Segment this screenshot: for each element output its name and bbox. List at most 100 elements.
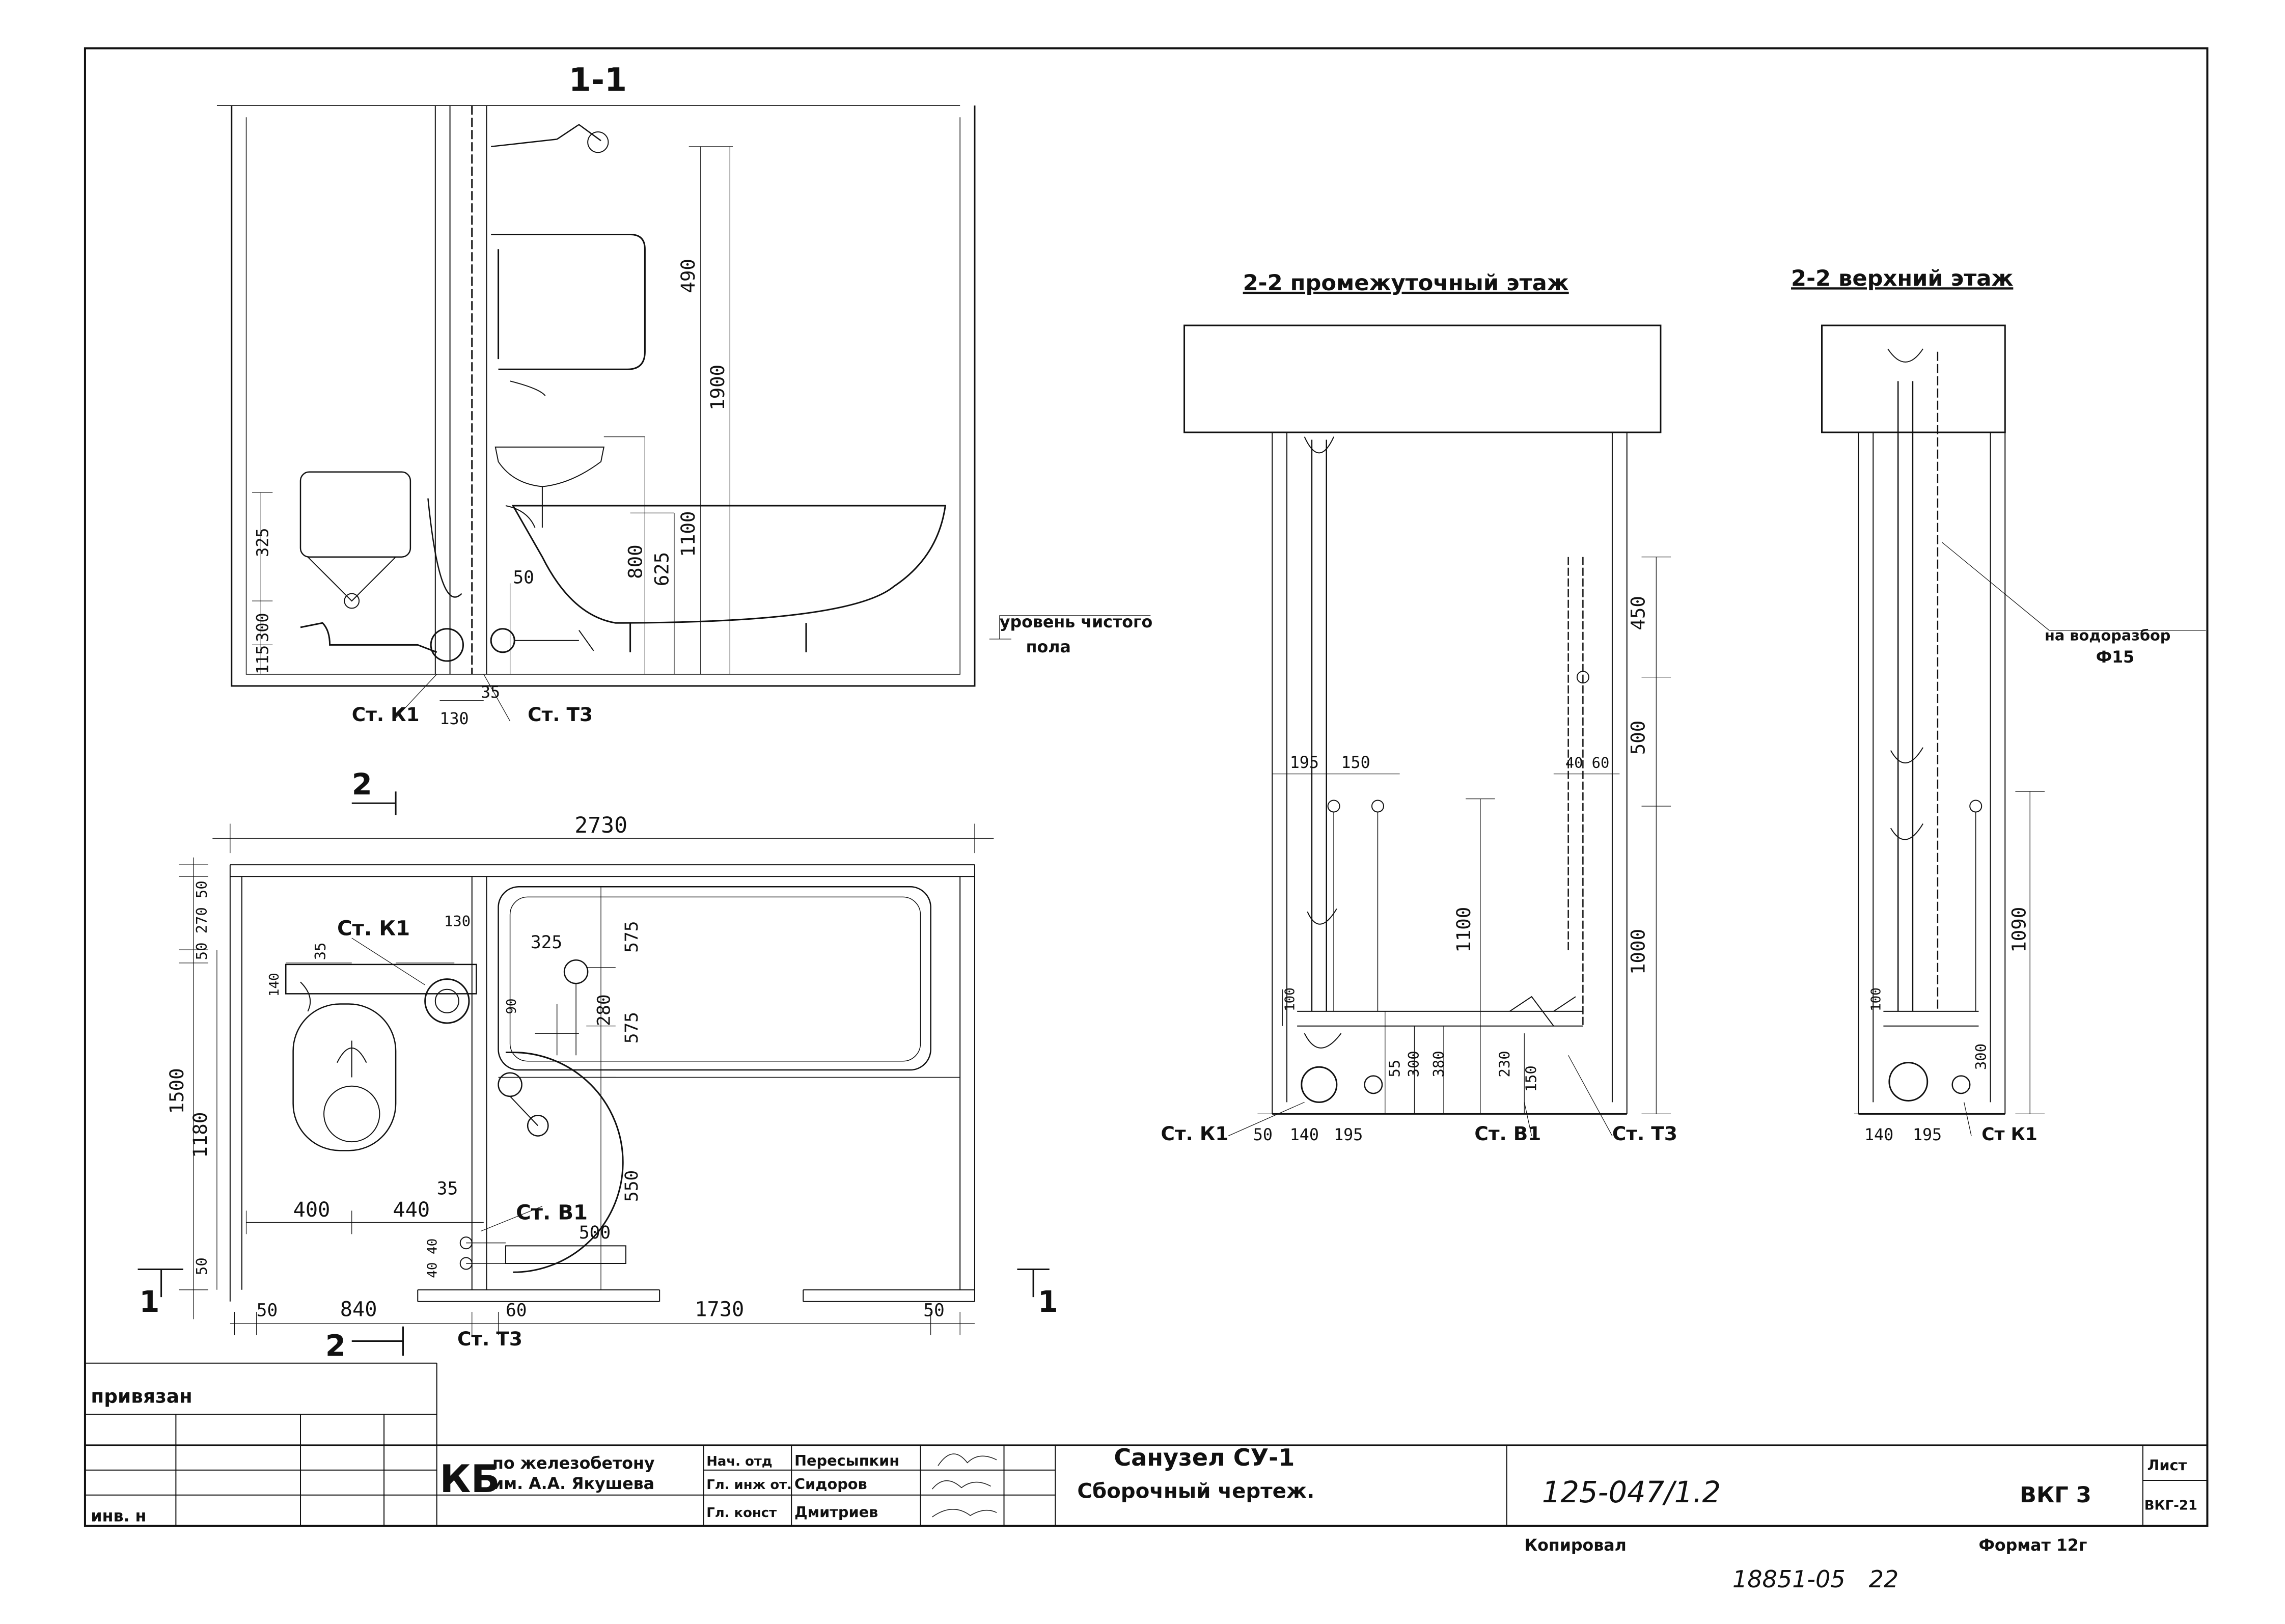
dim-1500: 1500 bbox=[166, 1068, 188, 1114]
dim-1100: 1100 bbox=[677, 511, 699, 557]
dim-40-40: 40 40 bbox=[425, 1238, 441, 1278]
role-chief-designer: Гл. конст bbox=[706, 1505, 777, 1521]
archive-number: 18851-05 bbox=[1732, 1565, 1846, 1593]
plan-view bbox=[138, 791, 1050, 1356]
dim-100-mid: 100 bbox=[1282, 987, 1298, 1011]
plan-riser-t3: Ст. Т3 bbox=[457, 1328, 522, 1350]
mid-riser-b1: Ст. В1 bbox=[1474, 1122, 1541, 1145]
dim-50-270-50: 50 270 50 bbox=[193, 880, 210, 960]
dim-60-mid: 60 bbox=[1592, 754, 1610, 772]
dim-280: 280 bbox=[594, 994, 614, 1026]
title-block-grid bbox=[85, 1363, 2208, 1526]
plan-riser-k1: Ст. К1 bbox=[337, 916, 410, 940]
dim-50: 50 bbox=[513, 568, 534, 588]
dim-400: 400 bbox=[293, 1198, 331, 1222]
dim-195-mid-b: 195 bbox=[1334, 1126, 1363, 1144]
dim-35-b: 35 bbox=[437, 1179, 458, 1199]
dim-550: 550 bbox=[622, 1170, 642, 1202]
dim-35-a: 35 bbox=[312, 943, 329, 960]
dim-380-mid: 380 bbox=[1430, 1051, 1447, 1077]
section-2-2-intermediate bbox=[1185, 325, 1671, 1136]
name-sidorov: Сидоров bbox=[794, 1475, 867, 1493]
dim-325: 325 bbox=[254, 528, 272, 557]
dim-130-plan: 130 bbox=[444, 913, 471, 930]
dim-450: 450 bbox=[1627, 596, 1649, 630]
riser-t3-label: Ст. Т3 bbox=[528, 703, 593, 726]
dim-50-bottom-right: 50 bbox=[923, 1301, 945, 1321]
dim-325-plan: 325 bbox=[531, 932, 562, 953]
copied-by-label: Копировал bbox=[1524, 1536, 1627, 1555]
dim-1180: 1180 bbox=[189, 1112, 211, 1158]
cut-marker-1-left: 1 bbox=[139, 1285, 159, 1319]
dim-625: 625 bbox=[650, 552, 673, 587]
dim-140-top: 140 bbox=[1864, 1126, 1893, 1144]
dim-1900: 1900 bbox=[706, 365, 729, 410]
cut-marker-1-right: 1 bbox=[1038, 1285, 1058, 1319]
dim-300-top: 300 bbox=[1972, 1043, 1990, 1070]
dim-1090: 1090 bbox=[2008, 907, 2030, 953]
sheet-number: ВКГ-21 bbox=[2144, 1498, 2197, 1513]
top-riser-k1: Ст К1 bbox=[1981, 1124, 2038, 1145]
dim-40-mid: 40 bbox=[1565, 754, 1583, 772]
dim-300-mid: 300 bbox=[1405, 1051, 1422, 1077]
dim-100-top: 100 bbox=[1869, 987, 1884, 1011]
doc-number: 125-047/1.2 bbox=[1542, 1475, 1721, 1509]
floor-level-note: уровень чистого bbox=[1000, 613, 1152, 631]
dim-2730: 2730 bbox=[574, 813, 627, 838]
dim-140: 140 bbox=[267, 973, 282, 997]
dim-440: 440 bbox=[393, 1198, 430, 1222]
name-dmitriev: Дмитриев bbox=[794, 1503, 878, 1521]
section-marker-2-bottom: 2 bbox=[325, 1329, 346, 1363]
name-peresypkin: Пересыпкин bbox=[794, 1452, 899, 1469]
role-head-dept: Нач. отд bbox=[706, 1454, 772, 1469]
floor-level-note-2: пола bbox=[1026, 638, 1071, 656]
section-marker-2-top: 2 bbox=[352, 767, 372, 802]
binding-label: привязан bbox=[91, 1385, 192, 1407]
dim-150-mid-b: 150 bbox=[1522, 1065, 1539, 1092]
dim-150-mid: 150 bbox=[1341, 754, 1370, 772]
dim-115: 115 bbox=[254, 645, 272, 674]
water-point-note: на водоразбор bbox=[2045, 627, 2170, 644]
section-1-1-title: 1-1 bbox=[569, 61, 627, 98]
dim-50-bottom-left: 50 bbox=[257, 1301, 278, 1321]
org-name-line1: по железобетону bbox=[492, 1454, 655, 1473]
dim-195-top: 195 bbox=[1913, 1126, 1942, 1144]
dim-55-mid: 55 bbox=[1386, 1060, 1403, 1078]
water-point-diameter: Ф15 bbox=[2096, 648, 2134, 667]
drawing-title-2: Сборочный чертеж. bbox=[1077, 1479, 1314, 1503]
dim-140-mid: 140 bbox=[1290, 1126, 1319, 1144]
dim-1000: 1000 bbox=[1627, 929, 1649, 975]
dim-50-left: 50 bbox=[193, 1257, 210, 1275]
dim-195-mid: 195 bbox=[1290, 754, 1319, 772]
dim-500-plan: 500 bbox=[579, 1223, 611, 1243]
dim-300: 300 bbox=[254, 613, 272, 642]
org-logo: КБ bbox=[439, 1457, 500, 1501]
dim-500-mid: 500 bbox=[1627, 721, 1649, 755]
riser-k1-label: Ст. К1 bbox=[352, 703, 420, 726]
sheet-frame bbox=[85, 48, 2208, 1526]
role-chief-eng: Гл. инж от. bbox=[706, 1477, 792, 1493]
section-2-2-top bbox=[1822, 325, 2206, 1136]
dim-575-b: 575 bbox=[622, 1012, 642, 1043]
dim-130: 130 bbox=[439, 710, 469, 728]
mid-riser-k1: Ст. К1 bbox=[1161, 1122, 1228, 1145]
archive-suffix: 22 bbox=[1869, 1565, 1899, 1593]
sheet-header: Лист bbox=[2147, 1456, 2187, 1474]
mid-riser-t3: Ст. Т3 bbox=[1612, 1122, 1677, 1145]
signatures bbox=[932, 1454, 997, 1517]
dim-60: 60 bbox=[506, 1301, 527, 1321]
org-name-line2: им. А.А. Якушева bbox=[492, 1475, 654, 1493]
dim-840: 840 bbox=[340, 1298, 377, 1322]
dim-490: 490 bbox=[677, 259, 699, 293]
plan-riser-b1: Ст. В1 bbox=[516, 1201, 588, 1225]
dim-575-a: 575 bbox=[622, 921, 642, 952]
format-label: Формат 12г bbox=[1978, 1536, 2087, 1555]
dim-1100-mid: 1100 bbox=[1452, 907, 1475, 953]
section-1-1 bbox=[217, 105, 1150, 721]
dim-35: 35 bbox=[481, 683, 500, 702]
sheet-code: ВКГ 3 bbox=[2020, 1482, 2091, 1508]
dim-1730: 1730 bbox=[695, 1298, 744, 1322]
dim-800: 800 bbox=[624, 544, 647, 579]
dim-90: 90 bbox=[504, 998, 519, 1014]
